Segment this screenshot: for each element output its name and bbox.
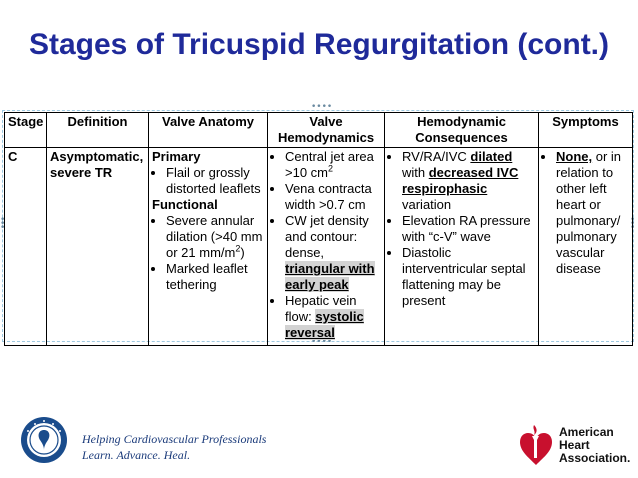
hepatic-text: Hepatic vein flow: xyxy=(285,293,357,324)
cell-valve-hemodynamics: Central jet area >10 cm2 Vena contracta … xyxy=(267,147,385,346)
list-item: Elevation RA pressure with “c-V” wave xyxy=(402,213,535,245)
list-item: Vena contracta width >0.7 cm xyxy=(285,181,381,213)
header-valve-hemodynamics: Valve Hemodynamics xyxy=(267,112,385,148)
tr-stages-table: Stage Definition Valve Anatomy Valve Hem… xyxy=(4,112,633,346)
anatomy-functional-list: Severe annular dilation (>40 mm or 21 mm… xyxy=(152,213,264,293)
cell-symptoms: None, or in relation to other left heart… xyxy=(538,147,633,346)
list-item: Flail or grossly distorted leaflets xyxy=(166,165,264,197)
superscript: 2 xyxy=(235,243,241,254)
cw-jet-highlight: triangular with early peak xyxy=(285,261,375,292)
header-symptoms: Symptoms xyxy=(538,112,633,148)
header-stage: Stage xyxy=(4,112,47,148)
central-jet-text: Central jet area >10 cm xyxy=(285,149,374,180)
dilated-emphasis: dilated xyxy=(470,149,513,164)
header-hemodynamic-consequences: Hemodynamic Consequences xyxy=(384,112,539,148)
symptoms-text: or in relation to other left heart or pu… xyxy=(556,149,622,276)
none-emphasis: None, xyxy=(556,149,593,164)
aha-line-1: American xyxy=(559,425,614,439)
aha-line-2: Heart xyxy=(559,438,590,452)
list-item: Hepatic vein flow: systolic reversal xyxy=(285,293,381,341)
list-item: None, or in relation to other left heart… xyxy=(556,149,629,277)
cell-definition: Asymptomatic, severe TR xyxy=(46,147,149,346)
superscript: 2 xyxy=(328,163,334,174)
list-item: RV/RA/IVC dilated with decreased IVC res… xyxy=(402,149,535,213)
header-valve-anatomy: Valve Anatomy xyxy=(148,112,268,148)
acc-tagline: Helping Cardiovascular Professionals Lea… xyxy=(82,431,266,463)
slide-title: Stages of Tricuspid Regurgitation (cont.… xyxy=(28,28,610,61)
list-item: CW jet density and contour: dense, trian… xyxy=(285,213,381,293)
cw-jet-text: CW jet density and contour: dense, xyxy=(285,213,369,260)
cell-stage: C xyxy=(4,147,47,346)
table-row: C Asymptomatic, severe TR Primary Flail … xyxy=(4,147,633,346)
anatomy-functional-label: Functional xyxy=(152,197,218,212)
heart-torch-icon xyxy=(520,425,552,465)
anatomy-primary-label: Primary xyxy=(152,149,201,164)
resize-handle-right[interactable]: ••• xyxy=(630,215,636,233)
tagline-line-1: Helping Cardiovascular Professionals xyxy=(82,432,267,446)
acc-seal-icon xyxy=(21,417,67,463)
symptoms-list: None, or in relation to other left heart… xyxy=(542,149,629,277)
hemodynamics-list: Central jet area >10 cm2 Vena contracta … xyxy=(271,149,381,341)
decreased-ivc-emphasis: decreased IVC respirophasic xyxy=(402,165,519,196)
resize-handle-left[interactable]: ••• xyxy=(0,215,6,233)
tagline-line-2: Learn. Advance. Heal. xyxy=(82,448,191,462)
header-definition: Definition xyxy=(46,112,149,148)
severe-annular-text: Severe annular dilation (>40 mm or 21 mm… xyxy=(166,213,263,260)
list-item: Diastolic interventricular septal flatte… xyxy=(402,245,535,309)
list-item: Marked leaflet tethering xyxy=(166,261,264,293)
rv-mid-text: with xyxy=(402,165,429,180)
table-header-row: Stage Definition Valve Anatomy Valve Hem… xyxy=(4,112,633,148)
rv-text: RV/RA/IVC xyxy=(402,149,471,164)
rv-end-text: variation xyxy=(402,197,452,212)
paren-close: ) xyxy=(240,245,245,260)
aha-wordmark: American Heart Association. xyxy=(559,426,630,465)
cell-hemodynamic-consequences: RV/RA/IVC dilated with decreased IVC res… xyxy=(384,147,539,346)
cell-valve-anatomy: Primary Flail or grossly distorted leafl… xyxy=(148,147,268,346)
consequences-list: RV/RA/IVC dilated with decreased IVC res… xyxy=(388,149,535,309)
aha-line-3: Association. xyxy=(559,451,631,465)
list-item: Central jet area >10 cm2 xyxy=(285,149,381,181)
anatomy-primary-list: Flail or grossly distorted leaflets xyxy=(152,165,264,197)
resize-handle-top[interactable]: •••• xyxy=(311,102,333,112)
list-item: Severe annular dilation (>40 mm or 21 mm… xyxy=(166,213,264,261)
